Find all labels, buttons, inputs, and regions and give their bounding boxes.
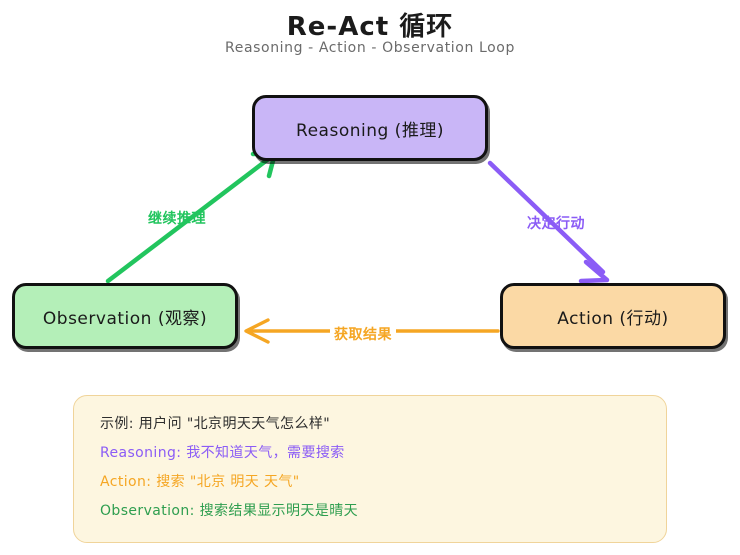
example-callout: 示例: 用户问 "北京明天天气怎么样" Reasoning: 我不知道天气，需要… [73,395,667,543]
node-reasoning[interactable]: Reasoning (推理) [252,95,488,161]
node-observation-label: Observation (观察) [42,308,208,329]
example-line-action: Action: 搜索 "北京 明天 天气" [100,474,300,490]
example-line-reasoning: Reasoning: 我不知道天气，需要搜索 [100,445,345,461]
example-line-observation: Observation: 搜索结果显示明天是晴天 [100,503,359,519]
node-action-label: Action (行动) [557,308,669,329]
edge-label-decide: 决定行动 [527,216,585,232]
node-observation[interactable]: Observation (观察) [12,283,238,349]
page-title: Re-Act 循环 [286,12,454,42]
edge-label-continue: 继续推理 [148,211,206,227]
node-action[interactable]: Action (行动) [500,283,726,349]
edge-decide-action [487,160,610,284]
page-subtitle: Reasoning - Action - Observation Loop [225,40,515,56]
node-reasoning-label: Reasoning (推理) [296,120,444,141]
edge-label-result: 获取结果 [330,324,396,344]
example-line-question: 示例: 用户问 "北京明天天气怎么样" [100,416,331,432]
